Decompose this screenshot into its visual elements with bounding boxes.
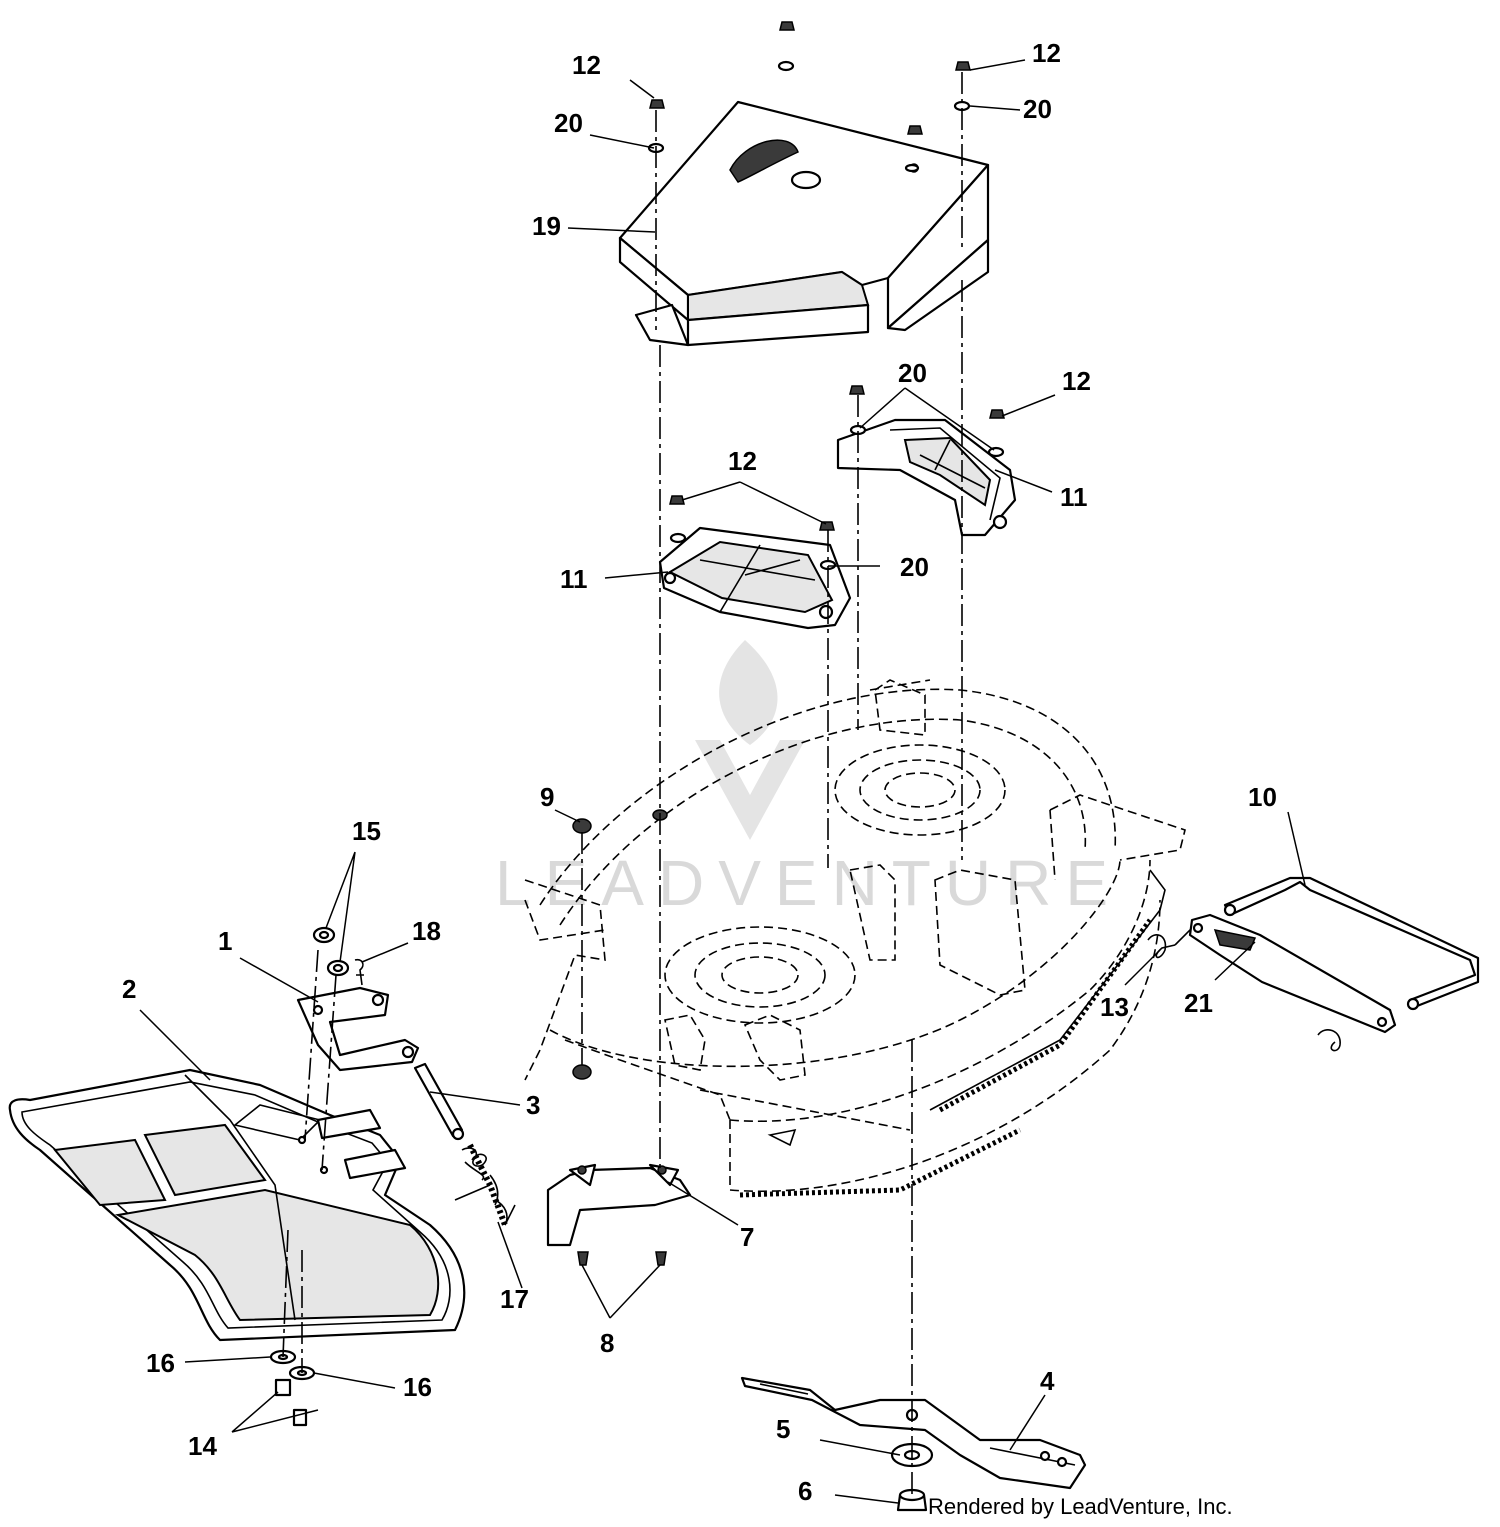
callout-1: 1 bbox=[218, 926, 232, 956]
belt-cover-19 bbox=[618, 100, 990, 347]
callout-8: 8 bbox=[600, 1328, 614, 1358]
callout-4: 4 bbox=[1040, 1366, 1055, 1396]
watermark-text: LEADVENTURE bbox=[495, 847, 1122, 919]
callout-12: 12 bbox=[572, 50, 601, 80]
watermark-flame-icon bbox=[719, 640, 778, 745]
pivot-rod-3 bbox=[413, 1062, 465, 1141]
callout-6: 6 bbox=[798, 1476, 812, 1506]
callout-3: 3 bbox=[526, 1090, 540, 1120]
mower-deck-housing bbox=[524, 679, 1186, 1198]
blade-4 bbox=[740, 1376, 1087, 1490]
chute-bracket-1 bbox=[296, 986, 420, 1072]
callout-11: 11 bbox=[1060, 482, 1088, 512]
discharge-chute-2 bbox=[8, 1068, 466, 1342]
watermark: LEADVENTURE bbox=[495, 640, 1122, 919]
callout-9: 9 bbox=[540, 782, 554, 812]
leader-lines bbox=[139, 59, 1306, 1504]
callout-20: 20 bbox=[1023, 94, 1052, 124]
hardware-pin-18 bbox=[354, 958, 364, 986]
assembly-centerlines bbox=[282, 72, 1193, 1495]
callout-7: 7 bbox=[740, 1222, 754, 1252]
callout-12: 12 bbox=[728, 446, 757, 476]
watermark-v-icon bbox=[695, 740, 805, 840]
callout-labels: 12 20 12 20 19 20 12 11 12 11 20 9 15 10… bbox=[122, 38, 1277, 1506]
callout-19: 19 bbox=[532, 211, 561, 241]
callout-18: 18 bbox=[412, 916, 441, 946]
callout-21: 21 bbox=[1184, 988, 1213, 1018]
callout-20: 20 bbox=[898, 358, 927, 388]
hardware-bolts-14 bbox=[274, 1378, 308, 1427]
pulley-guard-11-left bbox=[658, 526, 852, 630]
torsion-spring-17 bbox=[454, 1143, 516, 1227]
callout-12: 12 bbox=[1062, 366, 1091, 396]
hardware-washers-20 bbox=[647, 60, 1005, 571]
hardware-washers-16 bbox=[269, 1349, 316, 1381]
hardware-bolts-12 bbox=[649, 21, 1005, 531]
callout-11: 11 bbox=[560, 564, 588, 594]
callout-5: 5 bbox=[776, 1414, 790, 1444]
callout-15: 15 bbox=[352, 816, 381, 846]
pulley-guard-11-right bbox=[836, 418, 1017, 537]
callout-20: 20 bbox=[900, 552, 929, 582]
lift-handle-10 bbox=[1223, 876, 1480, 1011]
callout-12: 12 bbox=[1032, 38, 1061, 68]
callout-14: 14 bbox=[188, 1431, 217, 1461]
render-credit: Rendered by LeadVenture, Inc. bbox=[928, 1494, 1233, 1519]
hardware-nuts-15 bbox=[312, 926, 350, 977]
lift-plate-21 bbox=[1188, 913, 1397, 1034]
baffle-bracket-7 bbox=[546, 1163, 692, 1247]
callout-16: 16 bbox=[403, 1372, 432, 1402]
callout-2: 2 bbox=[122, 974, 136, 1004]
callout-10: 10 bbox=[1248, 782, 1277, 812]
callout-20: 20 bbox=[554, 108, 583, 138]
callout-13: 13 bbox=[1100, 992, 1129, 1022]
hardware-screws-8 bbox=[577, 1251, 667, 1266]
callout-16: 16 bbox=[146, 1348, 175, 1378]
callout-17: 17 bbox=[500, 1284, 529, 1314]
